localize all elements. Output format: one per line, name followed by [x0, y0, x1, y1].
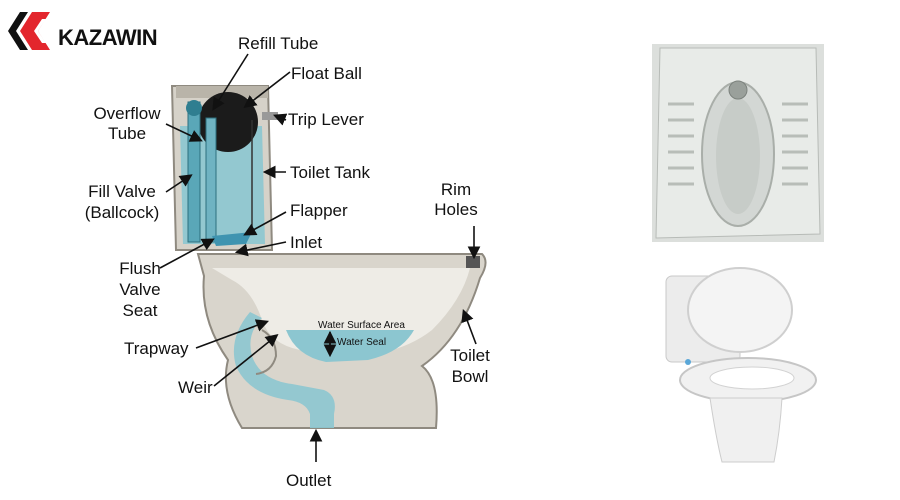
label-flush-valve-1: Flush	[119, 259, 161, 278]
label-rim-holes-2: Holes	[434, 200, 478, 219]
brand-logo: KAZAWIN	[6, 8, 166, 54]
rim-holes-shape	[466, 256, 480, 268]
squat-toilet-photo	[652, 44, 824, 242]
label-trip-lever: Trip Lever	[288, 110, 364, 129]
toilet-bowl	[196, 253, 487, 429]
label-weir: Weir	[178, 378, 213, 397]
ballcock-head	[186, 100, 202, 116]
label-water-seal: Water Seal	[337, 337, 387, 348]
overflow-tube-shape	[205, 117, 217, 243]
flapper-shape	[212, 232, 252, 246]
trip-lever-shape	[262, 112, 278, 120]
label-fill-valve-1: Fill Valve	[88, 182, 156, 201]
label-inlet: Inlet	[290, 233, 323, 252]
label-flapper: Flapper	[290, 201, 348, 220]
label-refill-tube: Refill Tube	[238, 34, 319, 53]
label-toilet-bowl-2: Bowl	[451, 367, 489, 386]
label-overflow-tube-1: Overflow	[93, 104, 161, 123]
label-overflow-tube-2: Tube	[107, 124, 147, 143]
label-trapway: Trapway	[124, 339, 189, 358]
label-water-surface-area: Water Surface Area	[318, 320, 405, 331]
label-toilet-tank: Toilet Tank	[290, 163, 371, 182]
label-toilet-bowl-1: Toilet	[450, 346, 490, 365]
fill-valve-tube	[187, 101, 201, 243]
label-fill-valve-2: (Ballcock)	[84, 203, 160, 222]
label-flush-valve-3: Seat	[122, 301, 158, 320]
brand-name: KAZAWIN	[58, 25, 158, 50]
label-outlet: Outlet	[286, 471, 332, 490]
label-float-ball: Float Ball	[291, 64, 362, 83]
western-toilet-photo	[656, 262, 826, 474]
label-flush-valve-2: Valve	[119, 280, 161, 299]
label-rim-holes-1: Rim	[440, 180, 472, 199]
kazawin-chevron-icon	[8, 12, 50, 50]
toilet-cutaway-diagram	[159, 53, 487, 462]
